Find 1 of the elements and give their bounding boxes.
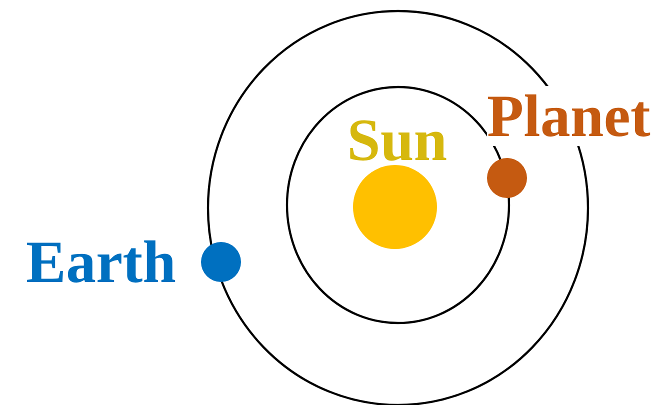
planet-label: Planet (487, 86, 650, 146)
